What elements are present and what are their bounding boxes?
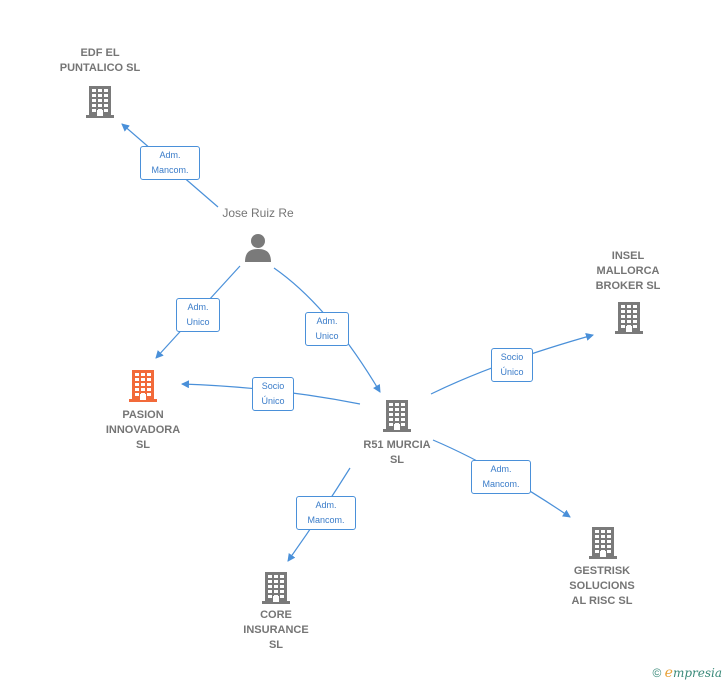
edge-label-r51-core: Adm. Mancom. — [296, 496, 356, 530]
node-pasion-innovadora[interactable]: PASION INNOVADORA SL — [88, 368, 198, 458]
node-insel-mallorca-broker[interactable]: INSEL MALLORCA BROKER SL — [578, 249, 678, 339]
copyright-icon: © — [652, 666, 662, 680]
node-label: EDF EL PUNTALICO SL — [59, 47, 141, 74]
node-label: INSEL MALLORCA BROKER SL — [595, 250, 661, 292]
person-icon — [245, 234, 271, 262]
node-label: PASION INNOVADORA SL — [105, 409, 181, 451]
node-label: Jose Ruiz Re — [222, 206, 294, 220]
empresia-watermark: © empresia — [652, 665, 722, 681]
edge-label-r51-pasion: Socio Único — [252, 377, 294, 411]
node-r51-murcia[interactable]: R51 MURCIA SL — [347, 398, 447, 470]
edge-label-r51-insel: Socio Único — [491, 348, 533, 382]
node-gestrisk-solucions[interactable]: GESTRISK SOLUCIONS AL RISC SL — [552, 525, 652, 615]
brand-initial: e — [664, 665, 673, 681]
building-icon — [86, 86, 114, 118]
edge-label-jose-edf: Adm. Mancom. — [140, 146, 200, 180]
node-label: CORE INSURANCE SL — [243, 609, 309, 651]
edge-label-r51-gestrisk: Adm. Mancom. — [471, 460, 531, 494]
edge-label-jose-r51: Adm. Unico — [305, 312, 349, 346]
building-icon — [383, 400, 411, 432]
node-jose-ruiz-re[interactable]: Jose Ruiz Re — [198, 206, 318, 266]
node-label: R51 MURCIA SL — [363, 439, 431, 466]
building-icon — [615, 302, 643, 334]
building-icon — [262, 572, 290, 604]
node-label: GESTRISK SOLUCIONS AL RISC SL — [569, 565, 635, 607]
brand-name: mpresia — [672, 666, 722, 680]
node-edf-el-puntalico[interactable]: EDF EL PUNTALICO SL — [50, 46, 150, 126]
edge-label-jose-pasion: Adm. Unico — [176, 298, 220, 332]
building-icon — [589, 527, 617, 559]
node-core-insurance[interactable]: CORE INSURANCE SL — [226, 570, 326, 660]
building-icon — [129, 370, 157, 402]
